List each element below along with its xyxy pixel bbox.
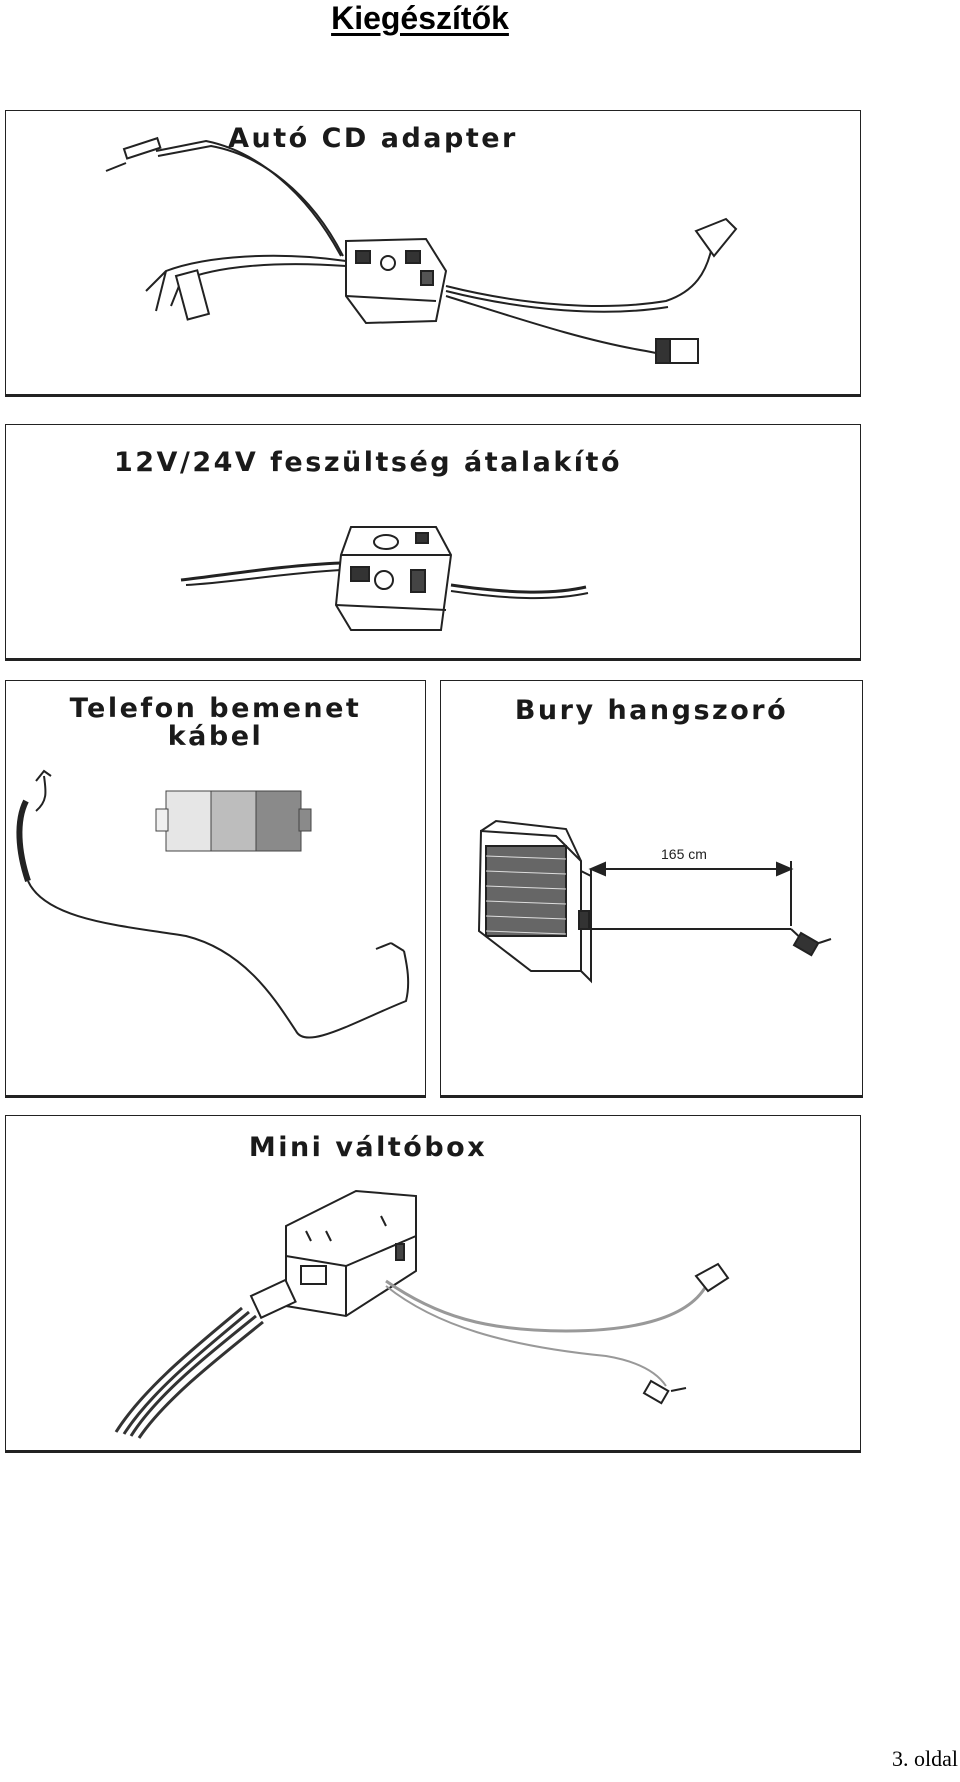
speaker-illustration: 165 cm bbox=[477, 819, 832, 984]
panel-cd-adapter: Autó CD adapter bbox=[5, 110, 861, 397]
panel-phone-cable: Telefon bemenet kábel bbox=[5, 680, 426, 1098]
panel-mini-switchbox: Mini váltóbox bbox=[5, 1115, 861, 1453]
phone-cable-illustration bbox=[16, 769, 410, 1039]
page-number: 3. oldal bbox=[892, 1746, 958, 1771]
panel-voltage-converter: 12V/24V feszültség átalakító bbox=[5, 424, 861, 661]
panel-title-speaker: Bury hangszoró bbox=[514, 695, 789, 726]
panel-speaker: Bury hangszoró bbox=[440, 680, 863, 1098]
panel-title-cd-adapter: Autó CD adapter bbox=[228, 123, 518, 154]
mini-switchbox-illustration bbox=[114, 1189, 730, 1439]
page-title: Kiegészítők bbox=[331, 0, 509, 36]
panel-title-voltage-converter: 12V/24V feszültség átalakító bbox=[113, 447, 623, 478]
speaker-cable-length-label: 165 cm bbox=[661, 846, 707, 862]
cd-adapter-illustration bbox=[105, 136, 738, 364]
voltage-converter-illustration bbox=[180, 526, 589, 631]
panel-title-mini-switchbox: Mini váltóbox bbox=[248, 1132, 488, 1163]
panel-title-phone-cable-line2: kábel bbox=[167, 721, 264, 752]
panel-title-phone-cable-line1: Telefon bemenet bbox=[69, 693, 362, 724]
